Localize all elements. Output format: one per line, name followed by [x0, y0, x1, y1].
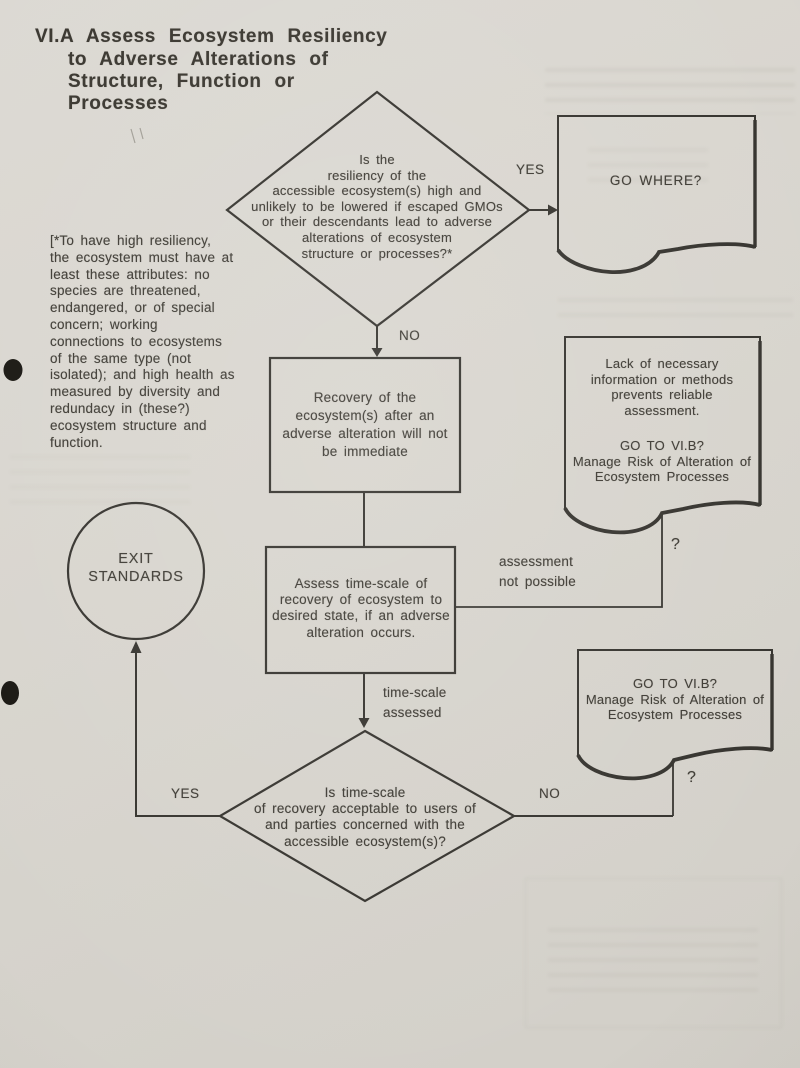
recovery-text: Recovery of the ecosystem(s) after an ad…	[282, 390, 448, 459]
arrowhead-up-icon	[130, 641, 142, 653]
timescale-assessed-label: time-scale assessed	[383, 685, 447, 720]
lack-info-goto-text: GO TO VI.B? Manage Risk of Alteration of…	[572, 438, 752, 485]
decision-resiliency-question: Is the resiliency of the accessible ecos…	[251, 152, 503, 261]
question-mark-label-upper: ?	[671, 536, 681, 553]
arrowhead-down-icon	[371, 348, 383, 357]
hole-punch	[1, 681, 19, 705]
go-where-document-shape	[557, 115, 756, 274]
assessment-not-possible-label: assessment not possible	[499, 554, 576, 589]
exit-standards-circle	[66, 501, 206, 641]
branch-label-yes-bottom: YES	[171, 786, 200, 801]
arrowhead-down-icon	[358, 718, 370, 728]
connector-assessment-not-possible	[455, 514, 663, 608]
page-title-line4: Processes	[68, 93, 169, 114]
branch-label-no-bottom: NO	[539, 786, 561, 801]
arrowhead-right-icon	[548, 204, 558, 216]
branch-label-no-top: NO	[399, 328, 421, 343]
page-title-line3: Structure, Function or	[68, 71, 295, 92]
exit-standards-label: EXIT STANDARDS	[88, 551, 184, 585]
lack-info-wavy-bottom	[563, 500, 761, 535]
goto-vib-text: GO TO VI.B? Manage Risk of Alteration of…	[585, 676, 765, 723]
page-title: VI.A Assess Ecosystem Resiliency	[35, 26, 388, 47]
connector-yes-to-exit-standards	[135, 651, 220, 817]
resiliency-footnote: [*To have high resiliency, the ecosystem…	[50, 233, 235, 450]
hole-punch	[3, 359, 23, 381]
goto-vib-wavy-bottom	[576, 746, 773, 781]
assess-timescale-box	[264, 545, 457, 675]
page-title-line2: to Adverse Alterations of	[68, 49, 329, 70]
question-mark-label-lower: ?	[687, 769, 697, 786]
lack-info-text: Lack of necessary information or methods…	[590, 356, 734, 418]
decision-timescale-question: Is time-scale of recovery acceptable to …	[254, 785, 476, 849]
go-where-wavy-bottom	[556, 242, 756, 274]
go-where-label: GO WHERE?	[609, 173, 703, 188]
branch-label-yes-top: YES	[516, 162, 545, 177]
decision-diamond-timescale	[217, 729, 517, 903]
assess-timescale-text: Assess time-scale of recovery of ecosyst…	[272, 576, 450, 640]
